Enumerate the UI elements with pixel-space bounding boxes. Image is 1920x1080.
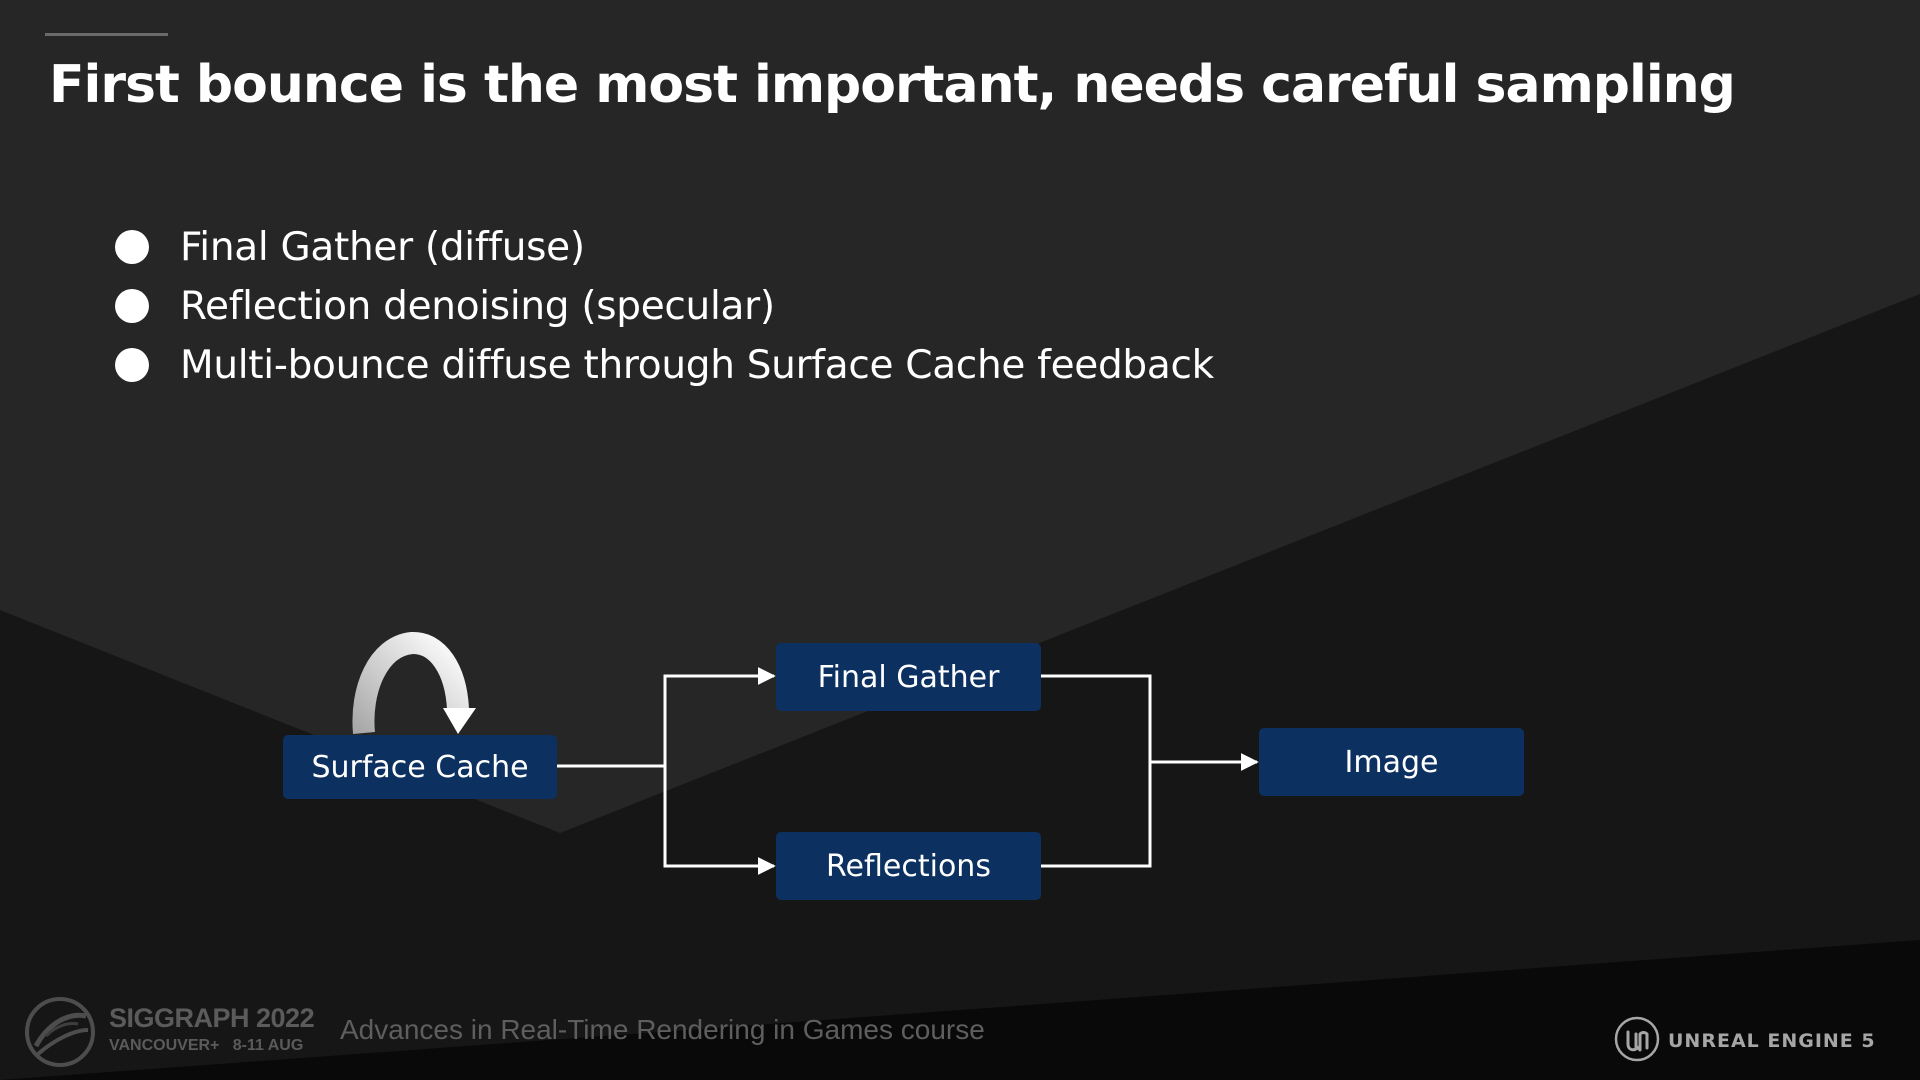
connector-final-gather-to-merge [1041,674,1152,762]
event-subtitle: VANCOUVER+ 8-11 AUG [109,1037,303,1055]
connector-split-to-reflections [663,766,776,875]
bullet-text: Final Gather (diffuse) [180,225,585,270]
bullet-item: Reflection denoising (specular) [114,277,1214,336]
unreal-engine-logo-icon [1614,1016,1660,1062]
node-image: Image [1259,728,1524,796]
bullet-text: Reflection denoising (specular) [180,284,775,329]
bullet-dot-icon [115,289,149,323]
bullet-item: Multi-bounce diffuse through Surface Cac… [114,336,1214,395]
node-surface-cache: Surface Cache [283,735,557,799]
event-dates: 8-11 AUG [232,1037,304,1054]
title-accent-rule [45,33,168,36]
connector-split-to-final-gather [663,667,776,766]
slide-title: First bounce is the most important, need… [49,55,1736,115]
connector-reflections-to-merge [1041,762,1152,868]
node-reflections: Reflections [776,832,1041,900]
bullet-item: Final Gather (diffuse) [114,218,1214,277]
event-location: VANCOUVER+ [109,1037,220,1054]
node-final-gather: Final Gather [776,643,1041,711]
bullet-dot-icon [115,348,149,382]
event-title: SIGGRAPH 2022 [109,1003,315,1033]
bullet-text: Multi-bounce diffuse through Surface Cac… [180,343,1214,388]
brand-name: UNREAL ENGINE 5 [1668,1030,1876,1052]
feedback-loop-arrowhead [443,708,476,734]
feedback-loop-arrow [352,632,469,735]
background-black-band [0,940,1920,1080]
siggraph-logo-icon [25,997,95,1067]
bullet-list: Final Gather (diffuse) Reflection denois… [114,218,1214,395]
course-name: Advances in Real-Time Rendering in Games… [340,1014,985,1045]
bullet-dot-icon [115,230,149,264]
